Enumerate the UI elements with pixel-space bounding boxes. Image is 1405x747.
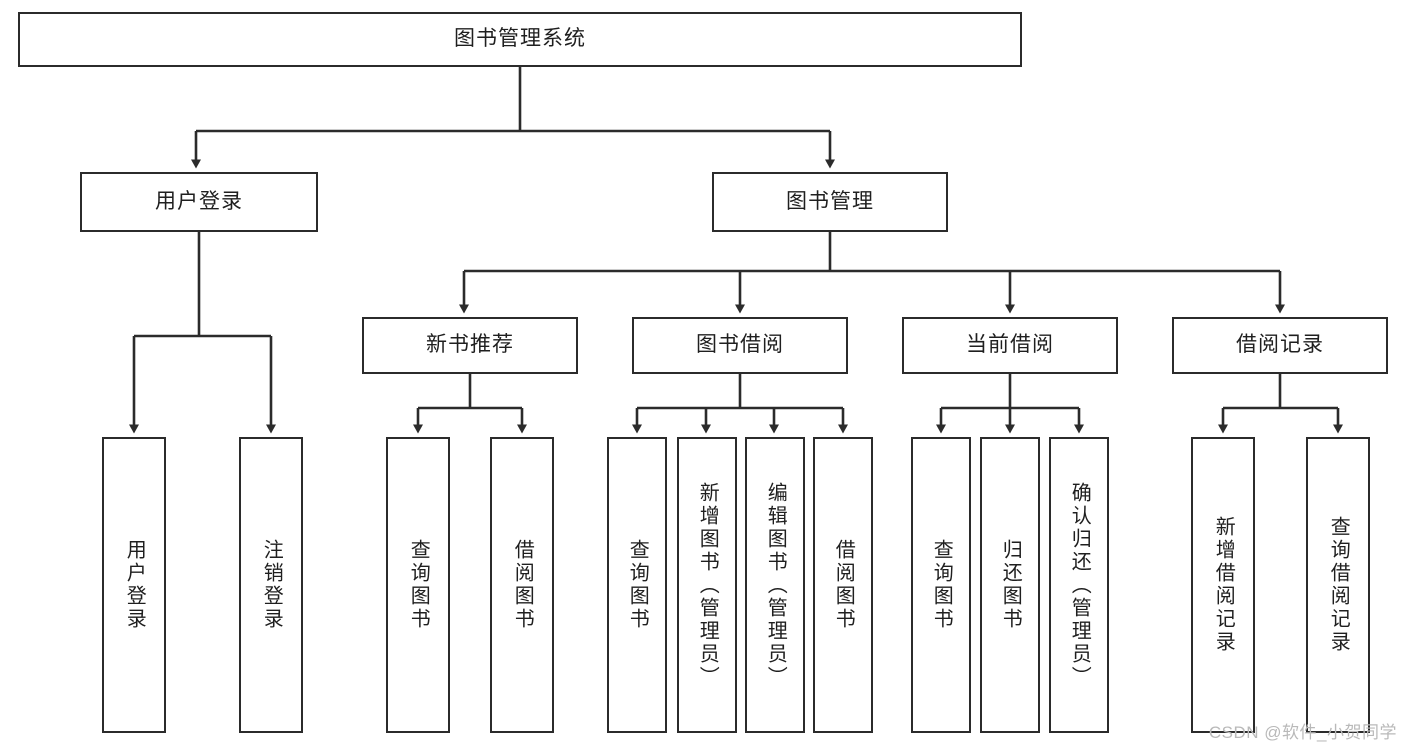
node-leaf-edit-book-label: 编辑图书（管理员） [764,481,787,689]
node-leaf-return-book-label: 归还图书 [999,539,1022,631]
node-leaf-add-book-label: 新增图书（管理员） [696,481,719,689]
node-borrow-record[interactable]: 借阅记录 [1172,317,1388,374]
node-book-manage[interactable]: 图书管理 [712,172,948,232]
node-user-login[interactable]: 用户登录 [80,172,318,232]
node-book-borrow-label: 图书借阅 [696,333,784,357]
node-leaf-confirm-return[interactable]: 确认归还（管理员） [1049,437,1109,733]
node-leaf-return-book[interactable]: 归还图书 [980,437,1040,733]
node-leaf-query-record-label: 查询借阅记录 [1327,516,1350,654]
node-leaf-query-book-2[interactable]: 查询图书 [607,437,667,733]
node-leaf-borrow-book-1[interactable]: 借阅图书 [490,437,554,733]
node-current-borrow[interactable]: 当前借阅 [902,317,1118,374]
node-user-login-label: 用户登录 [155,189,243,213]
node-leaf-borrow-book-2-label: 借阅图书 [832,539,855,631]
node-leaf-query-book-2-label: 查询图书 [626,539,649,631]
node-new-book-rec[interactable]: 新书推荐 [362,317,578,374]
node-leaf-add-book[interactable]: 新增图书（管理员） [677,437,737,733]
node-book-manage-label: 图书管理 [786,189,874,213]
node-leaf-add-record[interactable]: 新增借阅记录 [1191,437,1255,733]
node-book-borrow[interactable]: 图书借阅 [632,317,848,374]
node-leaf-user-login[interactable]: 用户登录 [102,437,166,733]
node-leaf-query-book-3-label: 查询图书 [930,539,953,631]
node-leaf-user-logout[interactable]: 注销登录 [239,437,303,733]
node-leaf-confirm-return-label: 确认归还（管理员） [1068,481,1091,689]
node-leaf-user-login-label: 用户登录 [123,539,146,631]
node-root-label: 图书管理系统 [454,27,586,51]
node-current-borrow-label: 当前借阅 [966,333,1054,357]
node-leaf-query-record[interactable]: 查询借阅记录 [1306,437,1370,733]
node-new-book-rec-label: 新书推荐 [426,333,514,357]
node-leaf-query-book-1[interactable]: 查询图书 [386,437,450,733]
node-leaf-borrow-book-2[interactable]: 借阅图书 [813,437,873,733]
node-leaf-add-record-label: 新增借阅记录 [1212,516,1235,654]
node-leaf-user-logout-label: 注销登录 [260,539,283,631]
node-root[interactable]: 图书管理系统 [18,12,1022,67]
node-leaf-query-book-1-label: 查询图书 [407,539,430,631]
csdn-watermark: CSDN @软件_小贺同学 [1208,723,1397,742]
node-leaf-borrow-book-1-label: 借阅图书 [511,539,534,631]
node-borrow-record-label: 借阅记录 [1236,333,1324,357]
node-leaf-query-book-3[interactable]: 查询图书 [911,437,971,733]
node-leaf-edit-book[interactable]: 编辑图书（管理员） [745,437,805,733]
